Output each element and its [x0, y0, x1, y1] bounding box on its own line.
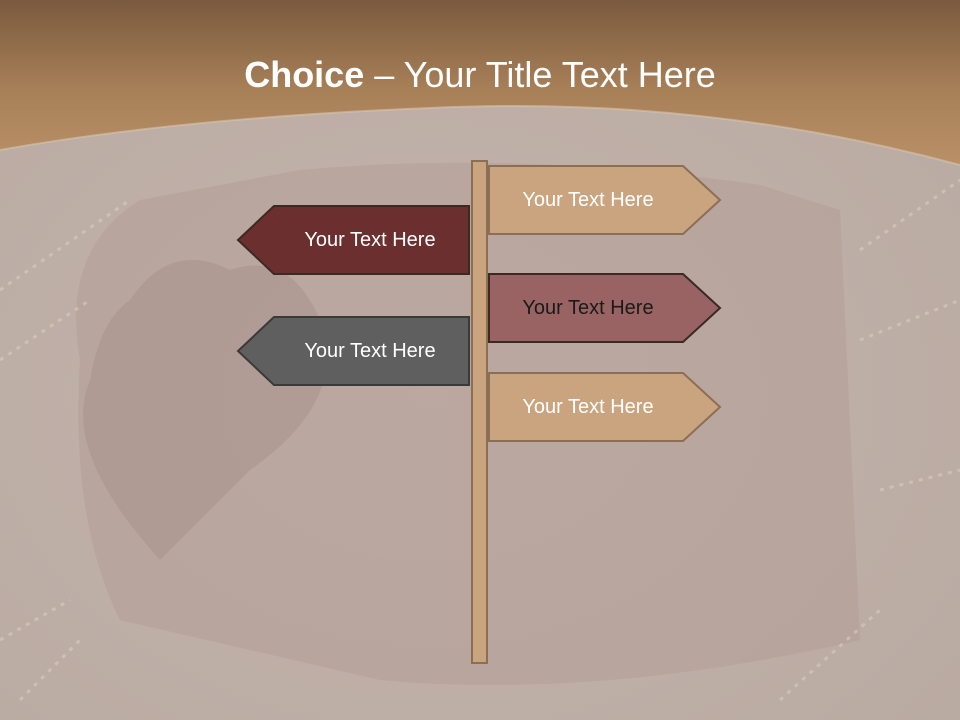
sign-left-bottom[interactable]: Your Text Here [236, 316, 471, 386]
mat-pattern [0, 178, 960, 702]
sign-arrow-shape [488, 273, 722, 343]
sign-label: Your Text Here [304, 228, 436, 251]
sign-arrow-shape [236, 316, 470, 386]
sign-label: Your Text Here [522, 395, 654, 418]
sign-label: Your Text Here [522, 296, 654, 319]
title-bold: Choice [244, 54, 365, 95]
sign-arrow-shape [488, 165, 722, 235]
sign-label: Your Text Here [522, 188, 654, 211]
title-rest: – Your Title Text Here [364, 54, 716, 95]
sign-arrow-shape [488, 372, 722, 442]
sign-label: Your Text Here [304, 339, 436, 362]
signpost-pole [471, 160, 488, 664]
sign-left-top[interactable]: Your Text Here [236, 205, 471, 275]
sign-right-bottom[interactable]: Your Text Here [488, 372, 722, 442]
sign-right-top[interactable]: Your Text Here [488, 165, 722, 235]
sign-arrow-shape [236, 205, 470, 275]
sign-right-middle[interactable]: Your Text Here [488, 273, 722, 343]
slide-title: Choice – Your Title Text Here [0, 52, 960, 98]
header-band [0, 0, 960, 165]
